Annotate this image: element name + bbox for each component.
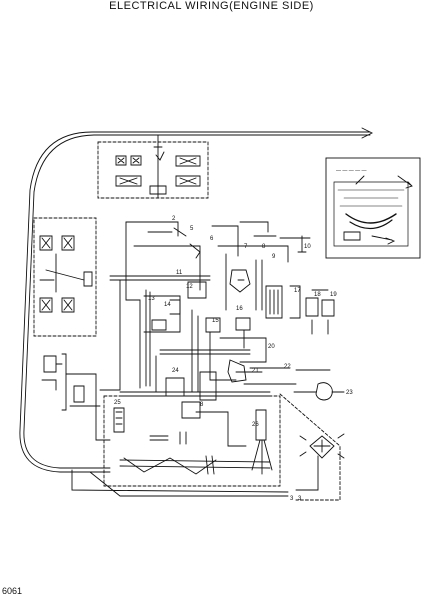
callout-label: 13 — [148, 296, 155, 302]
inset-caption: — — — — — — [336, 168, 367, 174]
callout-label: 10 — [304, 244, 311, 250]
right-side-components — [71, 369, 345, 501]
main-harness — [19, 127, 374, 473]
callout-label: 15 — [212, 318, 219, 324]
page-title: ELECTRICAL WIRING(ENGINE SIDE) — [109, 0, 314, 12]
page-number: 6061 — [2, 586, 23, 596]
callout-label: 18 — [314, 292, 321, 298]
callout-label: 25 — [114, 400, 121, 406]
callout-label: 26 — [252, 422, 259, 428]
central-wiring-cluster — [99, 221, 335, 401]
callout-label: 23 — [346, 390, 353, 396]
left-lower-connectors — [41, 353, 111, 441]
detail-inset-box: — — — — — — [325, 157, 421, 259]
callout-label: 24 — [172, 368, 179, 374]
callout-label: 3 — [290, 496, 294, 502]
callout-label: 2 — [172, 216, 176, 222]
callout-label: 8 — [200, 402, 204, 408]
callout-label: 14 — [164, 302, 171, 308]
callout-label: 12 — [186, 284, 193, 290]
callout-label: 9 — [272, 254, 276, 260]
callout-label: 3 — [298, 496, 302, 502]
callout-label: 7 — [244, 244, 248, 250]
callout-label: 20 — [268, 344, 275, 350]
callout-label: 8 — [262, 244, 266, 250]
callout-label: 16 — [236, 306, 243, 312]
callout-label: 19 — [330, 292, 337, 298]
left-component-box — [33, 217, 97, 337]
callout-label: 5 — [190, 226, 194, 232]
callout-label: 6 — [210, 236, 214, 242]
callout-label: 22 — [284, 364, 291, 370]
callout-label: 17 — [294, 288, 301, 294]
top-component-box — [97, 134, 209, 199]
callout-labels: 2 5 6 7 8 9 10 11 12 13 14 15 16 17 18 1… — [114, 216, 353, 502]
harness-arrow-icon — [361, 127, 374, 139]
callout-label: 21 — [252, 368, 259, 374]
lower-component-box — [103, 395, 281, 487]
callout-label: 11 — [176, 270, 183, 276]
